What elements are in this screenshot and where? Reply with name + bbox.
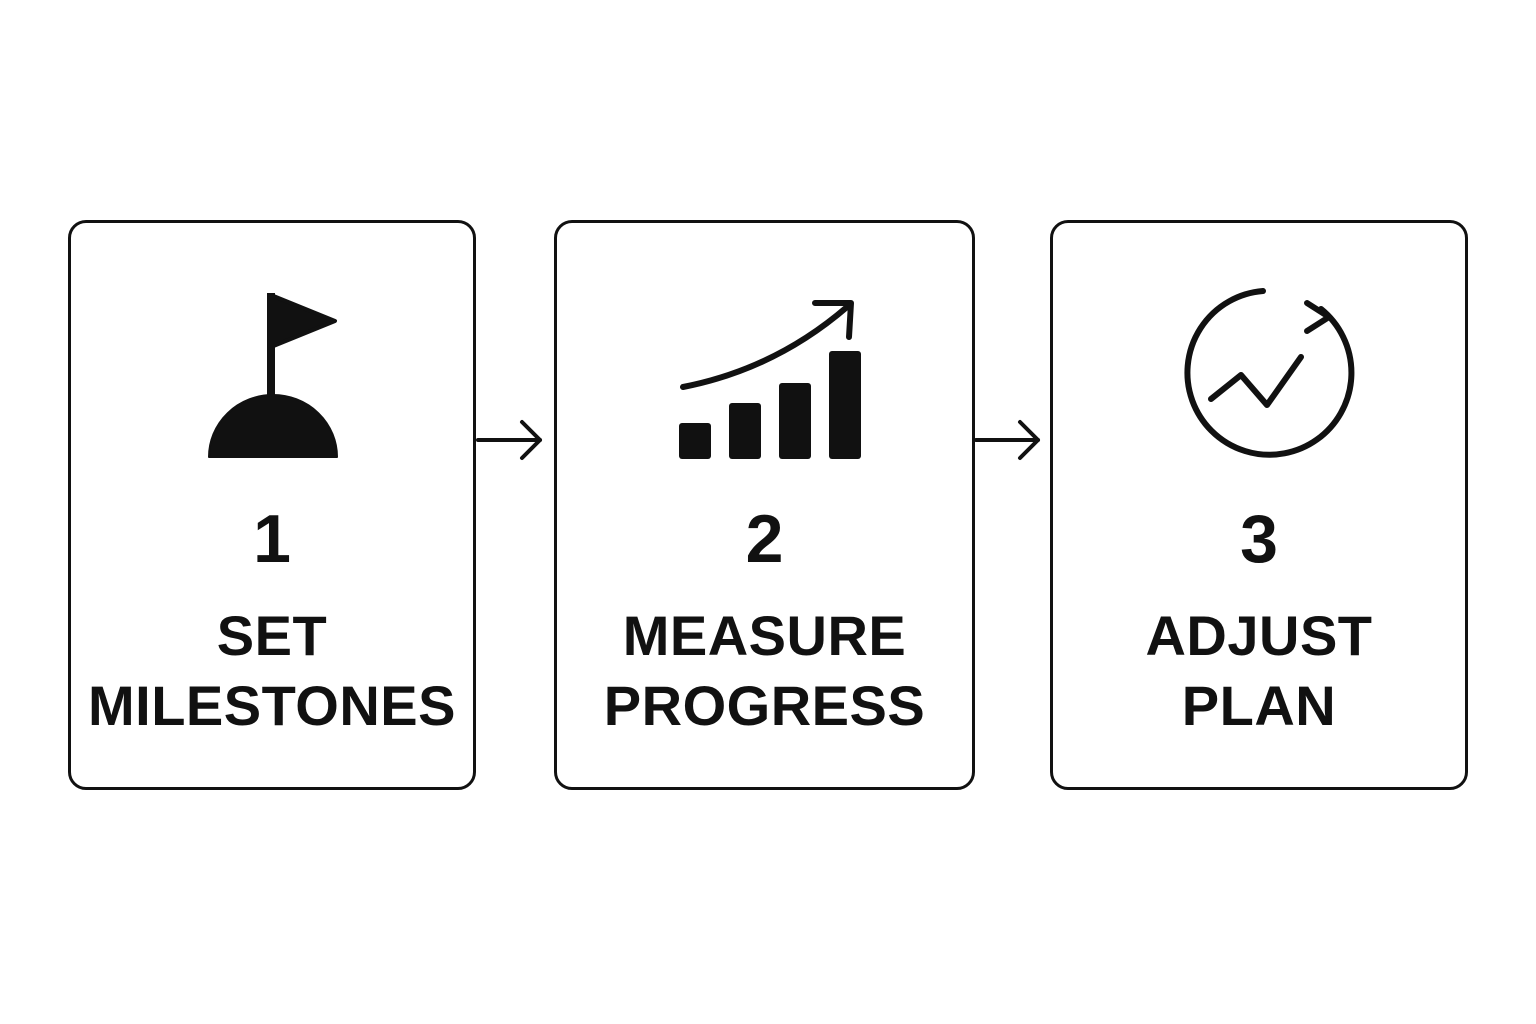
arrow-right-icon (974, 420, 1040, 460)
step-label: ADJUST PLAN (1053, 601, 1465, 741)
cycle-trend-icon (1184, 288, 1355, 458)
arrow-right-icon (476, 420, 542, 460)
step-card-measure-progress: 2 MEASURE PROGRESS (554, 220, 975, 790)
step-label-line: PROGRESS (603, 674, 926, 737)
step-number: 3 (1240, 501, 1278, 577)
step-label-line: PLAN (1181, 674, 1337, 737)
step-number: 2 (745, 501, 784, 577)
step-number: 1 (253, 501, 291, 577)
step-label: MEASURE PROGRESS (557, 601, 972, 741)
step-card-set-milestones: 1 SET MILESTONES (68, 220, 476, 790)
step-card-adjust-plan: 3 ADJUST PLAN (1050, 220, 1468, 790)
step-label-line: MEASURE (622, 604, 907, 667)
growth-chart-icon (679, 300, 861, 459)
flag-icon (208, 293, 338, 458)
step-label-line: MILESTONES (87, 674, 456, 737)
step-label: SET MILESTONES (71, 601, 473, 741)
step-label-line: SET (216, 604, 328, 667)
step-label-line: ADJUST (1145, 604, 1373, 667)
